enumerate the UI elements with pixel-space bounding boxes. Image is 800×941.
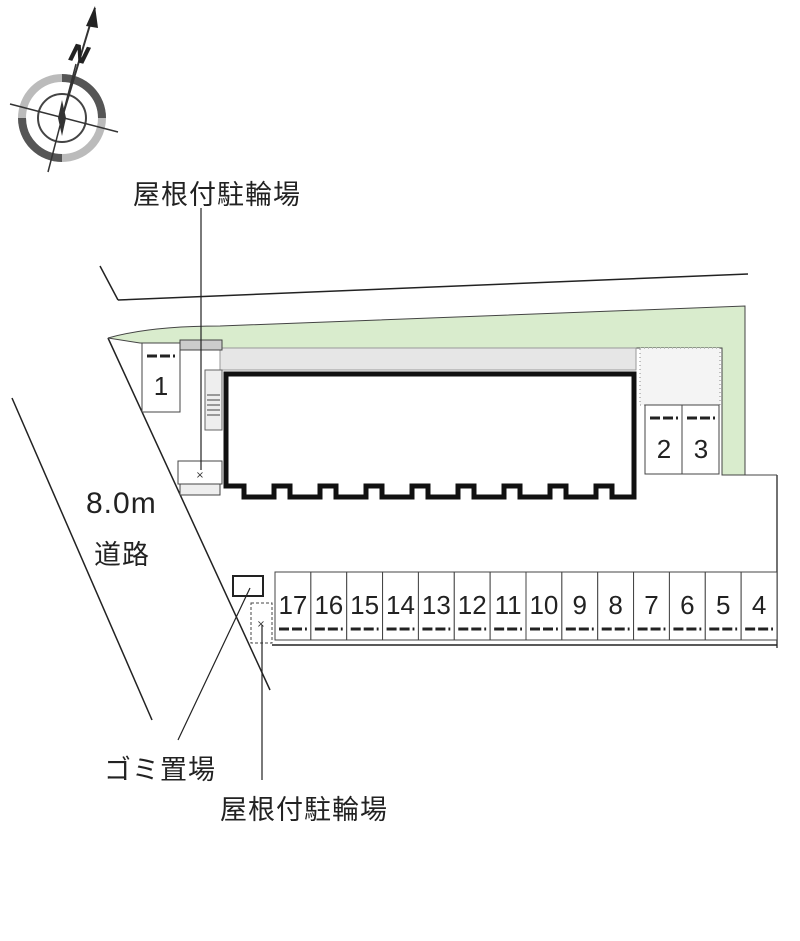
slot-number: 5: [716, 590, 730, 620]
slot-number: 7: [644, 590, 658, 620]
parking-slot-5: 5: [704, 571, 742, 641]
parking-slot-13: 13: [417, 571, 455, 641]
slot-number: 9: [573, 590, 587, 620]
walkway: [219, 347, 637, 371]
slot-number: 11: [495, 590, 522, 620]
slot-number: 15: [350, 590, 379, 620]
parking-slot-15: 15: [346, 571, 384, 641]
parking-slot-8: 8: [597, 571, 635, 641]
svg-text:×: ×: [257, 619, 265, 630]
slot-number: 16: [314, 590, 343, 620]
building: [223, 371, 637, 500]
garbage-area: [232, 575, 264, 597]
slot-number: 8: [608, 590, 622, 620]
parking-slot-10: 10: [525, 571, 563, 641]
slot-number: 17: [278, 590, 307, 620]
slot-number: 10: [529, 590, 558, 620]
gravel-area: [639, 347, 721, 406]
compass-icon: [9, 6, 119, 173]
label-road-width: 8.0m: [86, 487, 157, 520]
boundary-line: [117, 273, 749, 301]
label-garbage: ゴミ置場: [104, 755, 216, 786]
parking-slot-9: 9: [561, 571, 599, 641]
road-edge: [107, 337, 271, 691]
parking-slot-12: 12: [453, 571, 491, 641]
parking-slot-11: 11: [489, 571, 527, 641]
parking-slot-14: 14: [382, 571, 419, 641]
svg-text:×: ×: [196, 470, 204, 481]
parking-slot-16: 16: [310, 571, 348, 641]
svg-text:3: 3: [694, 434, 708, 464]
label-bike-parking-top: 屋根付駐輪場: [133, 180, 301, 211]
label-road: 道路: [94, 540, 150, 571]
parking-slot-7: 7: [633, 571, 670, 641]
label-bike-parking-bottom: 屋根付駐輪場: [220, 795, 388, 826]
parking-slot-17: 17: [274, 571, 312, 641]
parking-slots-right: 2 3: [644, 404, 720, 475]
parking-slot-1: 1: [141, 342, 181, 413]
slot-number: 4: [752, 590, 766, 620]
slot-number: 6: [680, 590, 694, 620]
parking-slot-6: 6: [668, 571, 706, 641]
boundary-line: [99, 265, 119, 301]
parking-slot-4: 4: [740, 571, 778, 641]
svg-text:2: 2: [657, 434, 671, 464]
slot-number: 13: [422, 590, 451, 620]
svg-text:1: 1: [154, 371, 168, 401]
slot-number: 14: [386, 590, 415, 620]
slot-number: 12: [458, 590, 487, 620]
north-label: N: [66, 38, 93, 70]
road-edge: [11, 397, 153, 721]
